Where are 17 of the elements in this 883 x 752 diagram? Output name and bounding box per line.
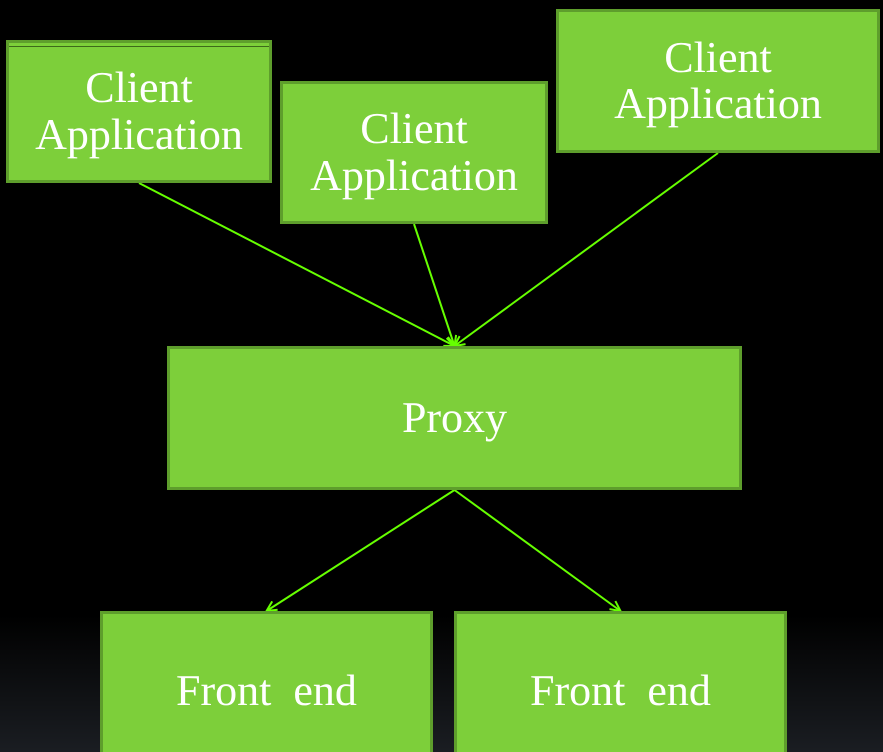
arrow — [413, 224, 458, 347]
process-box — [100, 611, 433, 752]
process-box — [167, 346, 742, 490]
arrow — [454, 152, 719, 347]
arrow — [266, 489, 456, 612]
box-label: Front end — [530, 668, 711, 714]
process-box — [6, 40, 272, 183]
box-label: Front end — [176, 668, 357, 714]
process-box — [454, 611, 787, 752]
arrow — [454, 489, 622, 612]
process-box — [556, 9, 880, 153]
box-label: Proxy — [402, 394, 508, 442]
process-box — [280, 81, 548, 224]
arrow — [138, 182, 456, 347]
box-label: Client Application — [309, 106, 519, 199]
box-label: Client Application — [613, 34, 823, 128]
box-label: Client Application — [34, 65, 244, 158]
